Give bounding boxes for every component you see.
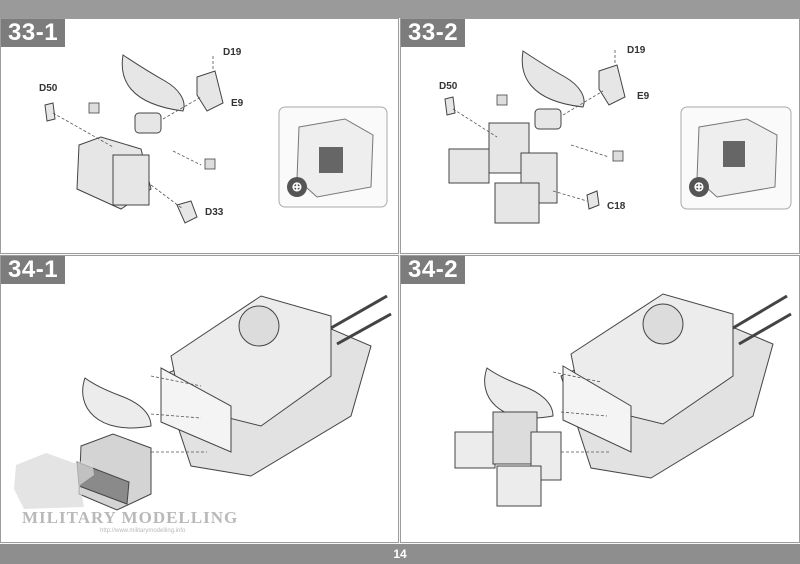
step-label-33-1: 33-1 — [1, 19, 66, 47]
label-e9: E9 — [637, 91, 650, 102]
zoom-icon — [689, 177, 709, 197]
watermark-tank-logo — [14, 453, 94, 509]
bottom-bar: 14 — [0, 544, 800, 564]
page-number: 14 — [393, 547, 407, 561]
part-c18 — [586, 190, 600, 210]
part-d50 — [44, 102, 56, 122]
label-c18: C18 — [607, 201, 626, 212]
watermark-text: MILITARY MODELLING — [22, 508, 239, 527]
label-d19: D19 — [223, 47, 242, 58]
panel-step-34-2: 34-2 — [400, 255, 800, 543]
svg-text:⊕: ⊕ — [694, 179, 705, 194]
turret-opening-part — [160, 367, 232, 453]
part-d33 — [176, 200, 198, 224]
detail-inset: ⊕ — [680, 106, 792, 210]
shield-part — [121, 54, 185, 112]
bracket-e9-part — [196, 70, 224, 112]
shield-part — [82, 377, 152, 429]
turret-opening-part — [562, 365, 632, 453]
no-glue-icon — [204, 158, 216, 170]
svg-text:⊕: ⊕ — [292, 179, 303, 194]
mount-block-part — [492, 411, 538, 465]
part-d50 — [444, 96, 456, 116]
stowage-box-part — [496, 465, 542, 507]
assembly-illustration-33-1: D19 E9 D50 D33 ⊕ — [39, 47, 388, 224]
cupola-part — [534, 108, 562, 130]
detail-inset: ⊕ — [278, 106, 388, 208]
label-d50: D50 — [439, 81, 458, 92]
step-label-34-1: 34-1 — [1, 256, 66, 284]
step-label-33-2: 33-2 — [401, 19, 466, 47]
no-glue-icon — [612, 150, 624, 162]
shield-part — [484, 367, 554, 419]
stowage-box-part — [494, 182, 540, 224]
assembly-illustration-34-1 — [76, 294, 392, 511]
top-bar — [0, 0, 800, 18]
hatch-part — [238, 305, 280, 347]
no-glue-icon — [88, 102, 100, 114]
assembly-illustration-34-2 — [454, 293, 792, 507]
label-d50: D50 — [39, 83, 58, 94]
mount-block-part — [112, 154, 150, 206]
step-label-34-2: 34-2 — [401, 256, 466, 284]
bracket-e9-part — [598, 64, 626, 106]
stowage-box-part — [454, 431, 496, 469]
stowage-box-part — [448, 148, 490, 184]
shield-part — [521, 50, 585, 108]
watermark-url: http://www.militarymodelling.info — [100, 528, 186, 534]
cupola-part — [134, 112, 162, 134]
panel-step-33-1: D19 E9 D50 D33 ⊕ 33-1 — [0, 18, 399, 254]
label-d19: D19 — [627, 45, 646, 56]
label-e9: E9 — [231, 98, 244, 109]
no-glue-icon — [496, 94, 508, 106]
label-d33: D33 — [205, 207, 224, 218]
zoom-icon — [287, 177, 307, 197]
assembly-illustration-33-2: D19 E9 D50 C18 ⊕ — [439, 45, 792, 224]
panel-step-33-2: D19 E9 D50 C18 ⊕ 33-2 — [400, 18, 800, 254]
hatch-part — [642, 303, 684, 345]
